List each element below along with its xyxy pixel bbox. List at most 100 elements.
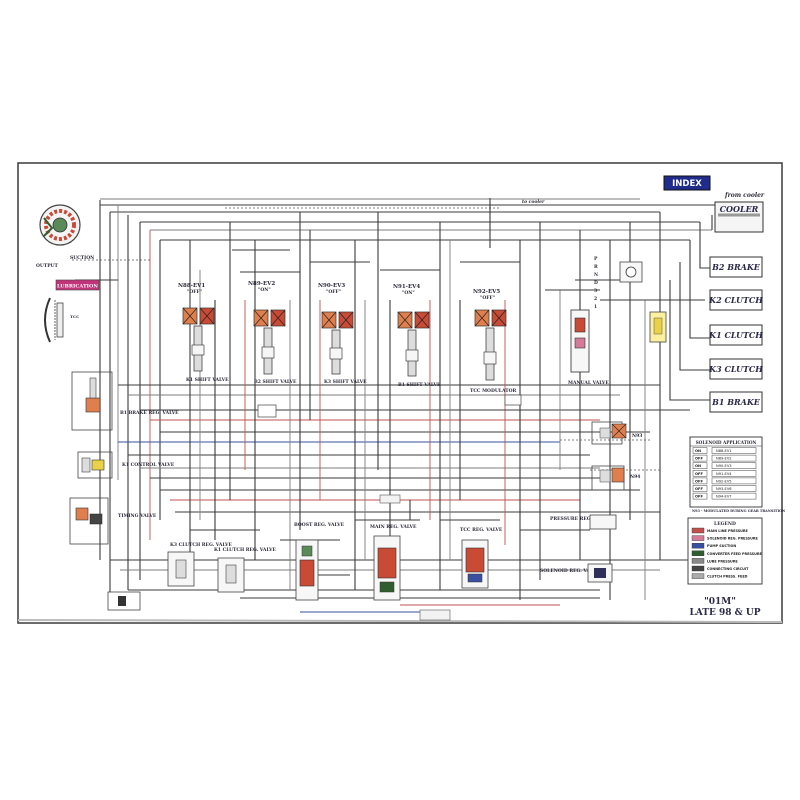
- pump-gear-icon: [44, 209, 76, 241]
- solenoid-n90-valve: K3 SHIFT VALVE: [324, 379, 367, 385]
- valve-boost[interactable]: BOOST REG. VALVE: [294, 522, 345, 601]
- solenoid-table-state: OFF: [695, 472, 704, 476]
- solenoid-table-state: OFF: [695, 457, 704, 461]
- output-k2[interactable]: K2 CLUTCH: [708, 289, 763, 311]
- legend-swatch: [691, 543, 705, 549]
- solenoid-table-name: N90-EV3: [716, 464, 732, 468]
- output-k3[interactable]: K3 CLUTCH: [708, 358, 763, 380]
- svg-text:D: D: [594, 280, 598, 286]
- valve-n93[interactable]: N93: [591, 421, 642, 445]
- valve-timing[interactable]: TIMING VALVE: [69, 497, 157, 545]
- index-badge[interactable]: INDEX: [663, 175, 711, 191]
- valve-tccreg[interactable]: TCC REG. VALVE: [460, 527, 503, 589]
- year-label: LATE 98 & UP: [689, 608, 760, 618]
- valve-solshift-label: SOLENOID REG. VALVE: [540, 568, 600, 574]
- solenoid-n88-valve: K1 SHIFT VALVE: [186, 377, 229, 383]
- pump[interactable]: SUCTION OUTPUT: [36, 204, 94, 269]
- legend-swatch: [691, 535, 705, 541]
- valve-solshift[interactable]: SOLENOID REG. VALVE: [540, 563, 613, 583]
- output-k1[interactable]: K1 CLUTCH: [708, 324, 763, 346]
- solenoid-n89[interactable]: N89-EV2 "ON" B2 SHIFT VALVE: [248, 281, 297, 385]
- valve-b1reg-label: B1 BRAKE REG. VALVE: [120, 410, 179, 416]
- yellow-valve: [649, 311, 667, 343]
- solenoid-n91-valve: B1 SHIFT VALVE: [398, 382, 441, 388]
- svg-text:N: N: [594, 272, 598, 278]
- legend-item: CLUTCH PRESS. FEED: [691, 573, 748, 579]
- valve-main[interactable]: MAIN REG. VALVE: [370, 524, 417, 601]
- legend-item: MAIN LINE PRESSURE: [691, 527, 749, 534]
- valve-k3reg[interactable]: K3 CLUTCH REG. VALVE: [167, 542, 233, 587]
- filter-box: [379, 494, 401, 504]
- valve-n94-label: N94: [630, 474, 640, 480]
- svg-text:3: 3: [594, 288, 597, 294]
- solenoid-table-state: OFF: [695, 479, 704, 483]
- legend-swatch: [691, 573, 705, 579]
- valve-k1reg[interactable]: K1 CLUTCH REG. VALVE: [214, 547, 277, 593]
- manual-valve-label: MANUAL VALVE: [568, 380, 609, 386]
- output-k3-label: K3 CLUTCH: [708, 364, 763, 374]
- legend-title: LEGEND: [714, 521, 736, 527]
- svg-text:1: 1: [594, 304, 597, 310]
- manual-gear-selector: P R N D 3 2 1: [594, 256, 598, 310]
- lubrication-label: LUBRICATION: [57, 284, 98, 290]
- valve-tccreg-label: TCC REG. VALVE: [460, 527, 503, 533]
- legend-label: CLUTCH PRESS. FEED: [707, 575, 748, 579]
- solenoid-table-state: ON: [695, 464, 701, 468]
- index-label: INDEX: [672, 179, 702, 189]
- manual-valve[interactable]: MANUAL VALVE: [568, 298, 609, 386]
- legend-swatch: [691, 565, 705, 572]
- solenoid-n90-name: N90-EV3: [318, 283, 345, 289]
- solenoid-n88[interactable]: N88-EV1 "OFF" K1 SHIFT VALVE: [178, 283, 229, 383]
- legend-item: CONVERTER FEED PRESSURE: [691, 550, 762, 556]
- output-b1[interactable]: B1 BRAKE: [709, 391, 763, 413]
- valve-k1ctrl[interactable]: K1 CONTROL VALVE: [77, 451, 175, 479]
- model-label: "01M": [704, 597, 736, 607]
- lubrication-badge: LUBRICATION: [55, 279, 100, 291]
- output-k2-label: K2 CLUTCH: [708, 295, 763, 305]
- valve-pressure-label: PRESSURE REG. VALVE: [550, 516, 610, 522]
- legend-item: SOLENOID REG. PRESSURE: [691, 535, 758, 541]
- valve-n94[interactable]: N94: [591, 465, 640, 491]
- solenoid-table-name: N93-EV6: [716, 487, 732, 491]
- solenoid-n92[interactable]: N92-EV5 "OFF" TCC MODULATOR: [470, 289, 516, 394]
- valve-pressure[interactable]: PRESSURE REG. VALVE: [550, 514, 617, 530]
- output-b2[interactable]: B2 BRAKE: [709, 256, 763, 278]
- solenoid-table-name: N94-EV7: [716, 495, 732, 499]
- legend-label: CONNECTING CIRCUIT: [707, 567, 749, 571]
- valve-timing-label: TIMING VALVE: [118, 513, 157, 519]
- legend-swatch: [691, 550, 705, 556]
- solenoid-table-note: N93 - MODULATED DURING GEAR TRANSITION: [692, 509, 785, 513]
- small-check-valve: [107, 591, 141, 611]
- output-cooler-label: COOLER: [720, 204, 759, 214]
- valve-n93-label: N93: [632, 433, 642, 439]
- from-cooler-label: from cooler: [724, 192, 765, 199]
- orifice-box: [257, 404, 277, 418]
- pump-suction-label: SUCTION: [70, 255, 94, 261]
- legend-swatch: [691, 558, 705, 564]
- tcc-label: TCC: [70, 314, 79, 319]
- solenoid-n92-state: "OFF": [480, 295, 495, 301]
- legend-item: PUMP SUCTION: [691, 543, 736, 549]
- to-cooler-label: to cooler: [522, 199, 545, 205]
- legend-label: LUBE PRESSURE: [707, 559, 738, 563]
- pump-rotor-icon: [52, 217, 68, 233]
- solenoid-n89-state: "ON": [258, 287, 271, 293]
- solenoid-table-state: ON: [695, 449, 701, 453]
- output-cooler[interactable]: COOLER: [714, 201, 764, 233]
- pump-output-label: OUTPUT: [36, 263, 59, 269]
- b2-accumulator: [619, 261, 643, 283]
- valve-b1reg[interactable]: B1 BRAKE REG. VALVE: [71, 371, 179, 431]
- solenoid-n90[interactable]: N90-EV3 "OFF" K3 SHIFT VALVE: [318, 283, 367, 385]
- solenoid-n91[interactable]: N91-EV4 "ON" B1 SHIFT VALVE: [393, 284, 441, 388]
- legend-label: CONVERTER FEED PRESSURE: [707, 552, 762, 556]
